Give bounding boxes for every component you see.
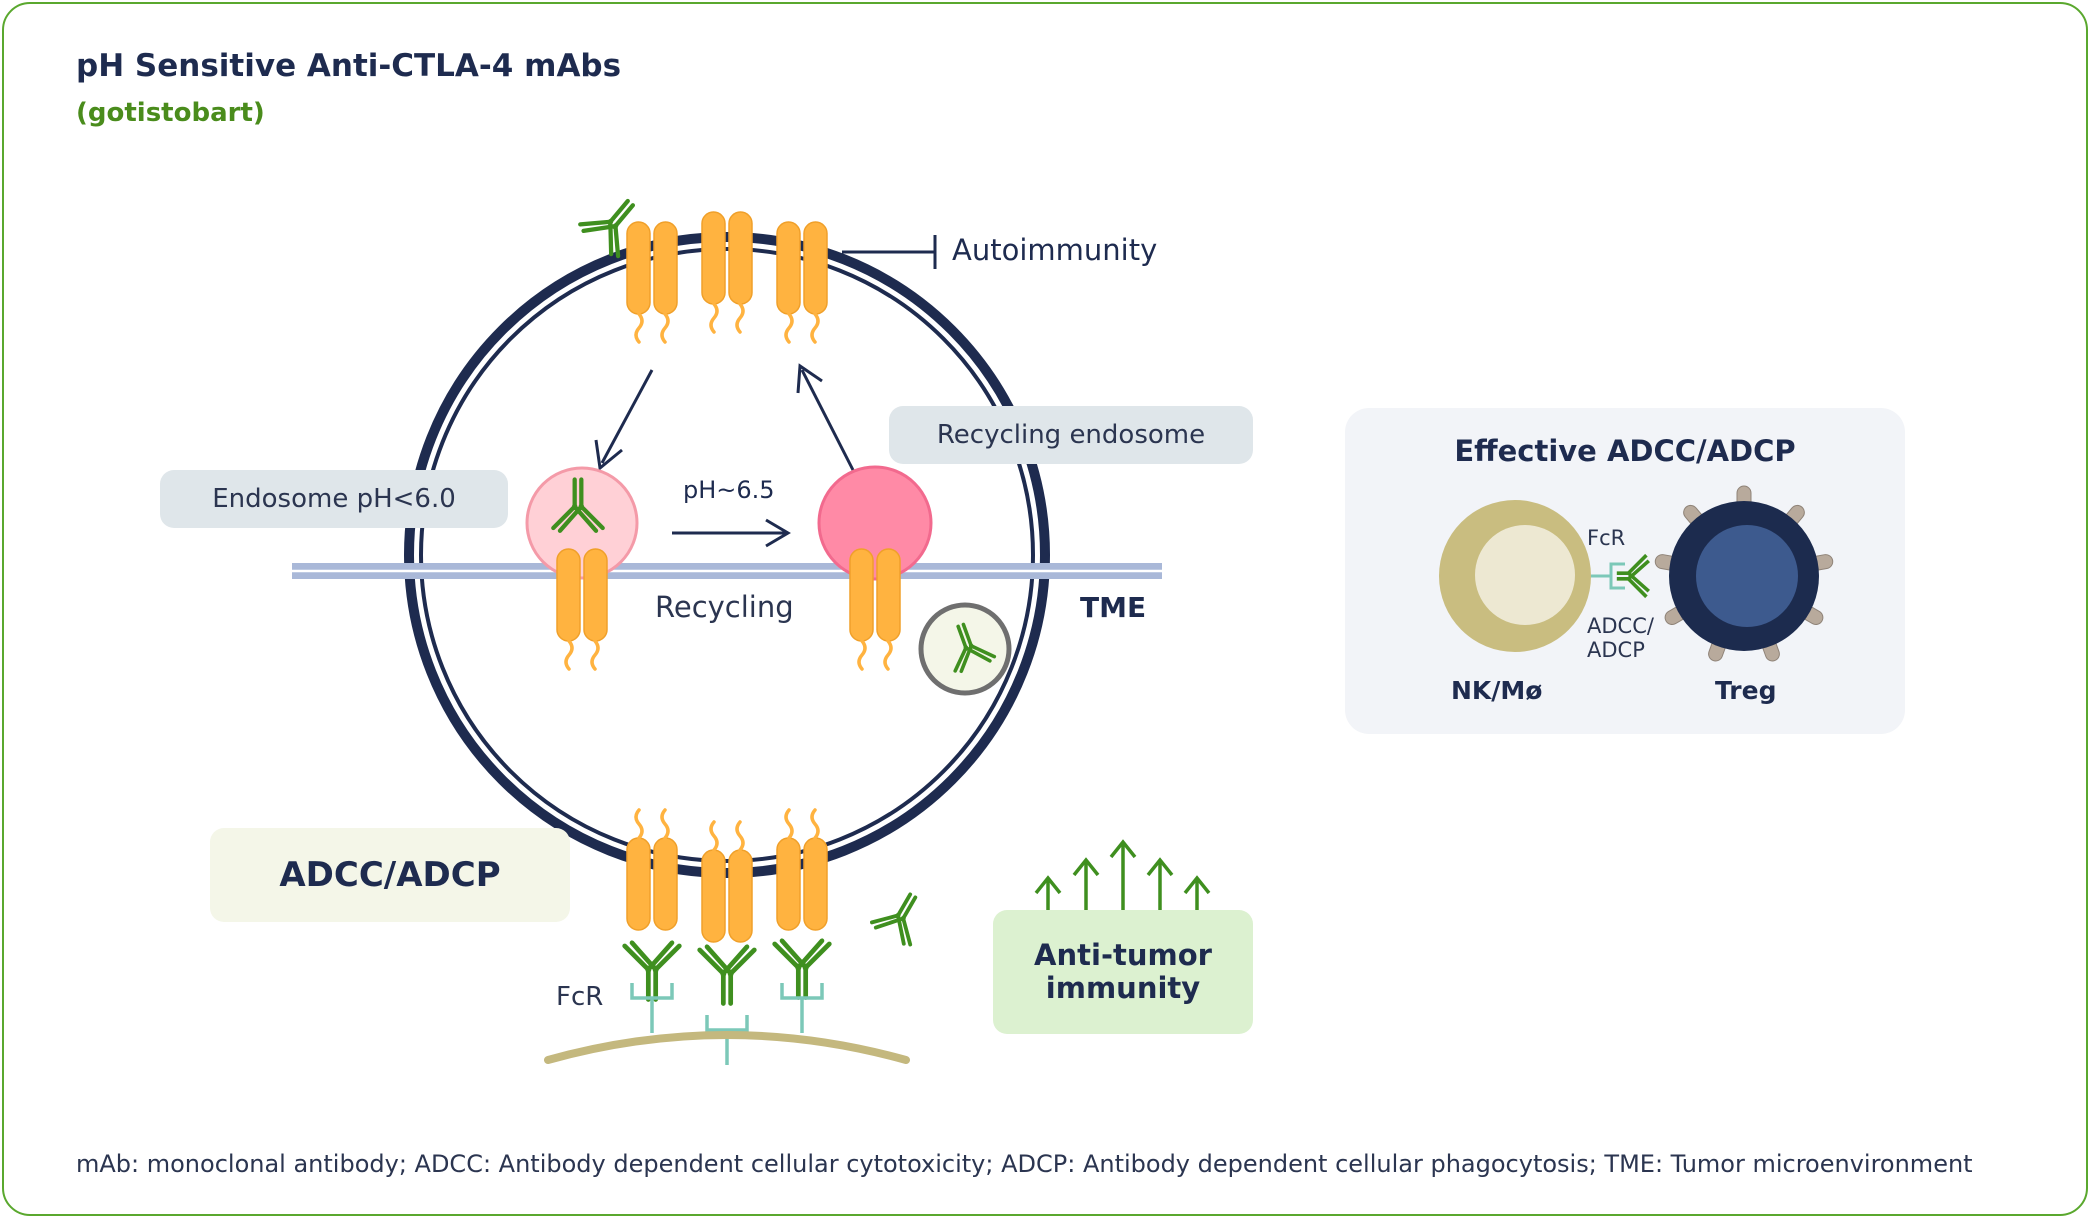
nk-cell-label: NK/Mø [1451,676,1543,705]
cell-membrane-inner [419,247,1035,863]
effective-adcc-panel: Effective ADCC/ADCP [1345,408,1905,734]
fcr-connector [1591,562,1625,590]
antibody-bottom-2 [700,947,755,1004]
surface-receptor-bottom-3 [775,808,829,932]
antibody-free-bottom [868,882,934,949]
panel-fcr-label: FcR [1587,526,1626,550]
panel-antibody [1616,553,1650,599]
fcr-1 [630,981,674,1035]
surface-receptor-top-3 [775,220,829,344]
nk-cell [1439,500,1591,652]
recycling-arrow-up [796,363,855,471]
cell-membrane-outer [404,232,1050,878]
fcr-2 [705,1013,749,1067]
recycling-endosome [817,465,933,581]
surface-receptor-top-1 [625,220,679,344]
fcr-3 [780,981,824,1035]
ph-65-label: pH~6.5 [683,476,775,504]
anti-tumor-immunity-label: Anti-tumor immunity [993,910,1253,1034]
surface-receptor-bottom-2 [700,820,754,944]
autoimmunity-label: Autoimmunity [952,233,1158,267]
adcc-adcp-label: ADCC/ADCP [210,828,570,922]
surface-receptor-top-2 [700,210,754,334]
effector-cell-surface [544,1031,910,1064]
fcr-label: FcR [556,982,604,1012]
acidic-endosome [525,466,639,580]
endosome-ph-label: Endosome pH<6.0 [160,470,508,528]
treg-cell [1654,485,1834,662]
figure-title: pH Sensitive Anti-CTLA-4 mAbs [76,48,622,84]
footnote: mAb: monoclonal antibody; ADCC: Antibody… [76,1150,1973,1178]
tme-label: TME [1080,591,1147,624]
recycling-label: Recycling [655,590,794,624]
panel-adcc-label: ADCC/ [1587,614,1654,638]
figure-subtitle: (gotistobart) [76,98,265,128]
recycling-arrow-right [672,518,791,548]
panel-adcp-label: ADCP [1587,638,1645,662]
surface-receptor-bottom-1 [625,808,679,932]
treg-cell-label: Treg [1715,676,1777,705]
panel-title: Effective ADCC/ADCP [1454,434,1796,468]
panel-diagram [1439,485,1834,662]
internalization-arrow [594,369,654,471]
recycling-endosome-label: Recycling endosome [889,406,1253,464]
